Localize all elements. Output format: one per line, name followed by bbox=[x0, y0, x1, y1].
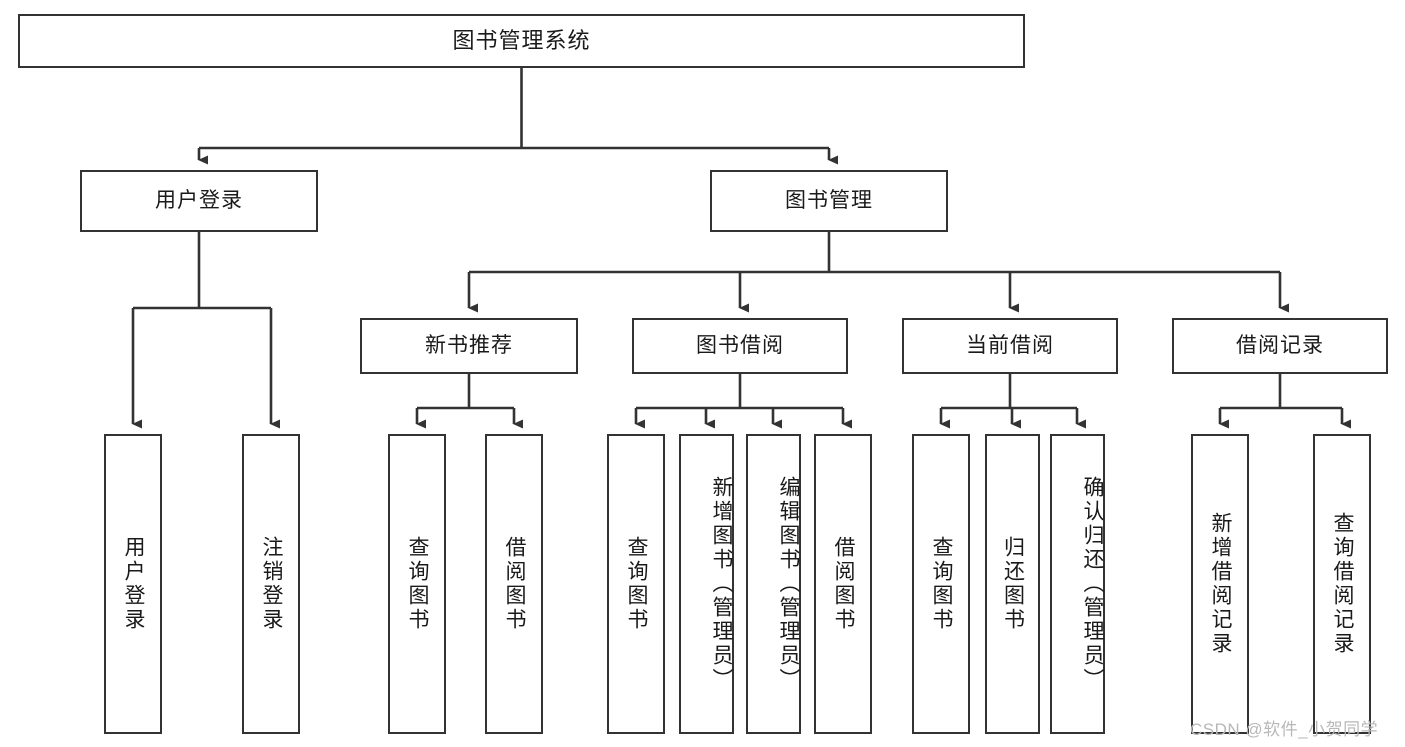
node-leaf-query-book-label: 查询图书 bbox=[625, 536, 649, 632]
node-leaf-query-record-label: 查询借阅记录 bbox=[1331, 512, 1355, 656]
node-borrow-record[interactable]: 借阅记录 bbox=[1172, 318, 1388, 374]
node-book-manage[interactable]: 图书管理 bbox=[710, 170, 948, 232]
node-root-label: 图书管理系统 bbox=[452, 27, 591, 53]
node-leaf-borrow-book-rec-label: 借阅图书 bbox=[503, 536, 527, 632]
node-leaf-return-book-label: 归还图书 bbox=[1001, 536, 1025, 632]
node-leaf-add-book-label: 新增图书（管理员） bbox=[710, 476, 733, 692]
node-leaf-user-login[interactable]: 用户登录 bbox=[104, 434, 162, 734]
node-book-manage-label: 图书管理 bbox=[785, 189, 873, 213]
node-leaf-confirm-return-label: 确认归还（管理员） bbox=[1081, 476, 1104, 692]
node-new-book-rec[interactable]: 新书推荐 bbox=[360, 318, 578, 374]
node-leaf-confirm-return[interactable]: 确认归还（管理员） bbox=[1050, 434, 1105, 734]
node-book-borrow-label: 图书借阅 bbox=[696, 334, 784, 358]
node-new-book-rec-label: 新书推荐 bbox=[425, 334, 513, 358]
node-borrow-record-label: 借阅记录 bbox=[1236, 334, 1324, 358]
node-leaf-add-record[interactable]: 新增借阅记录 bbox=[1191, 434, 1249, 734]
node-leaf-query-book-cur[interactable]: 查询图书 bbox=[912, 434, 970, 734]
node-leaf-edit-book-label: 编辑图书（管理员） bbox=[777, 476, 800, 692]
node-current-borrow-label: 当前借阅 bbox=[966, 334, 1054, 358]
node-leaf-logout[interactable]: 注销登录 bbox=[242, 434, 300, 734]
node-leaf-return-book[interactable]: 归还图书 bbox=[985, 434, 1040, 734]
node-leaf-query-book-rec-label: 查询图书 bbox=[406, 536, 430, 632]
node-root-system[interactable]: 图书管理系统 bbox=[18, 14, 1025, 68]
node-leaf-query-book[interactable]: 查询图书 bbox=[607, 434, 665, 734]
node-leaf-edit-book[interactable]: 编辑图书（管理员） bbox=[746, 434, 801, 734]
node-leaf-query-book-rec[interactable]: 查询图书 bbox=[388, 434, 446, 734]
node-user-login-label: 用户登录 bbox=[155, 189, 243, 213]
node-leaf-query-record[interactable]: 查询借阅记录 bbox=[1313, 434, 1371, 734]
node-leaf-query-book-cur-label: 查询图书 bbox=[930, 536, 954, 632]
node-leaf-add-record-label: 新增借阅记录 bbox=[1209, 512, 1233, 656]
node-leaf-borrow-book-label: 借阅图书 bbox=[832, 536, 856, 632]
node-current-borrow[interactable]: 当前借阅 bbox=[902, 318, 1118, 374]
node-leaf-add-book[interactable]: 新增图书（管理员） bbox=[679, 434, 734, 734]
node-user-login[interactable]: 用户登录 bbox=[80, 170, 318, 232]
node-leaf-logout-label: 注销登录 bbox=[260, 536, 284, 632]
node-leaf-borrow-book[interactable]: 借阅图书 bbox=[814, 434, 872, 734]
node-book-borrow[interactable]: 图书借阅 bbox=[632, 318, 848, 374]
node-leaf-user-login-label: 用户登录 bbox=[122, 536, 146, 632]
node-leaf-borrow-book-rec[interactable]: 借阅图书 bbox=[485, 434, 543, 734]
csdn-watermark: CSDN @软件_小贺同学 bbox=[1190, 720, 1379, 739]
